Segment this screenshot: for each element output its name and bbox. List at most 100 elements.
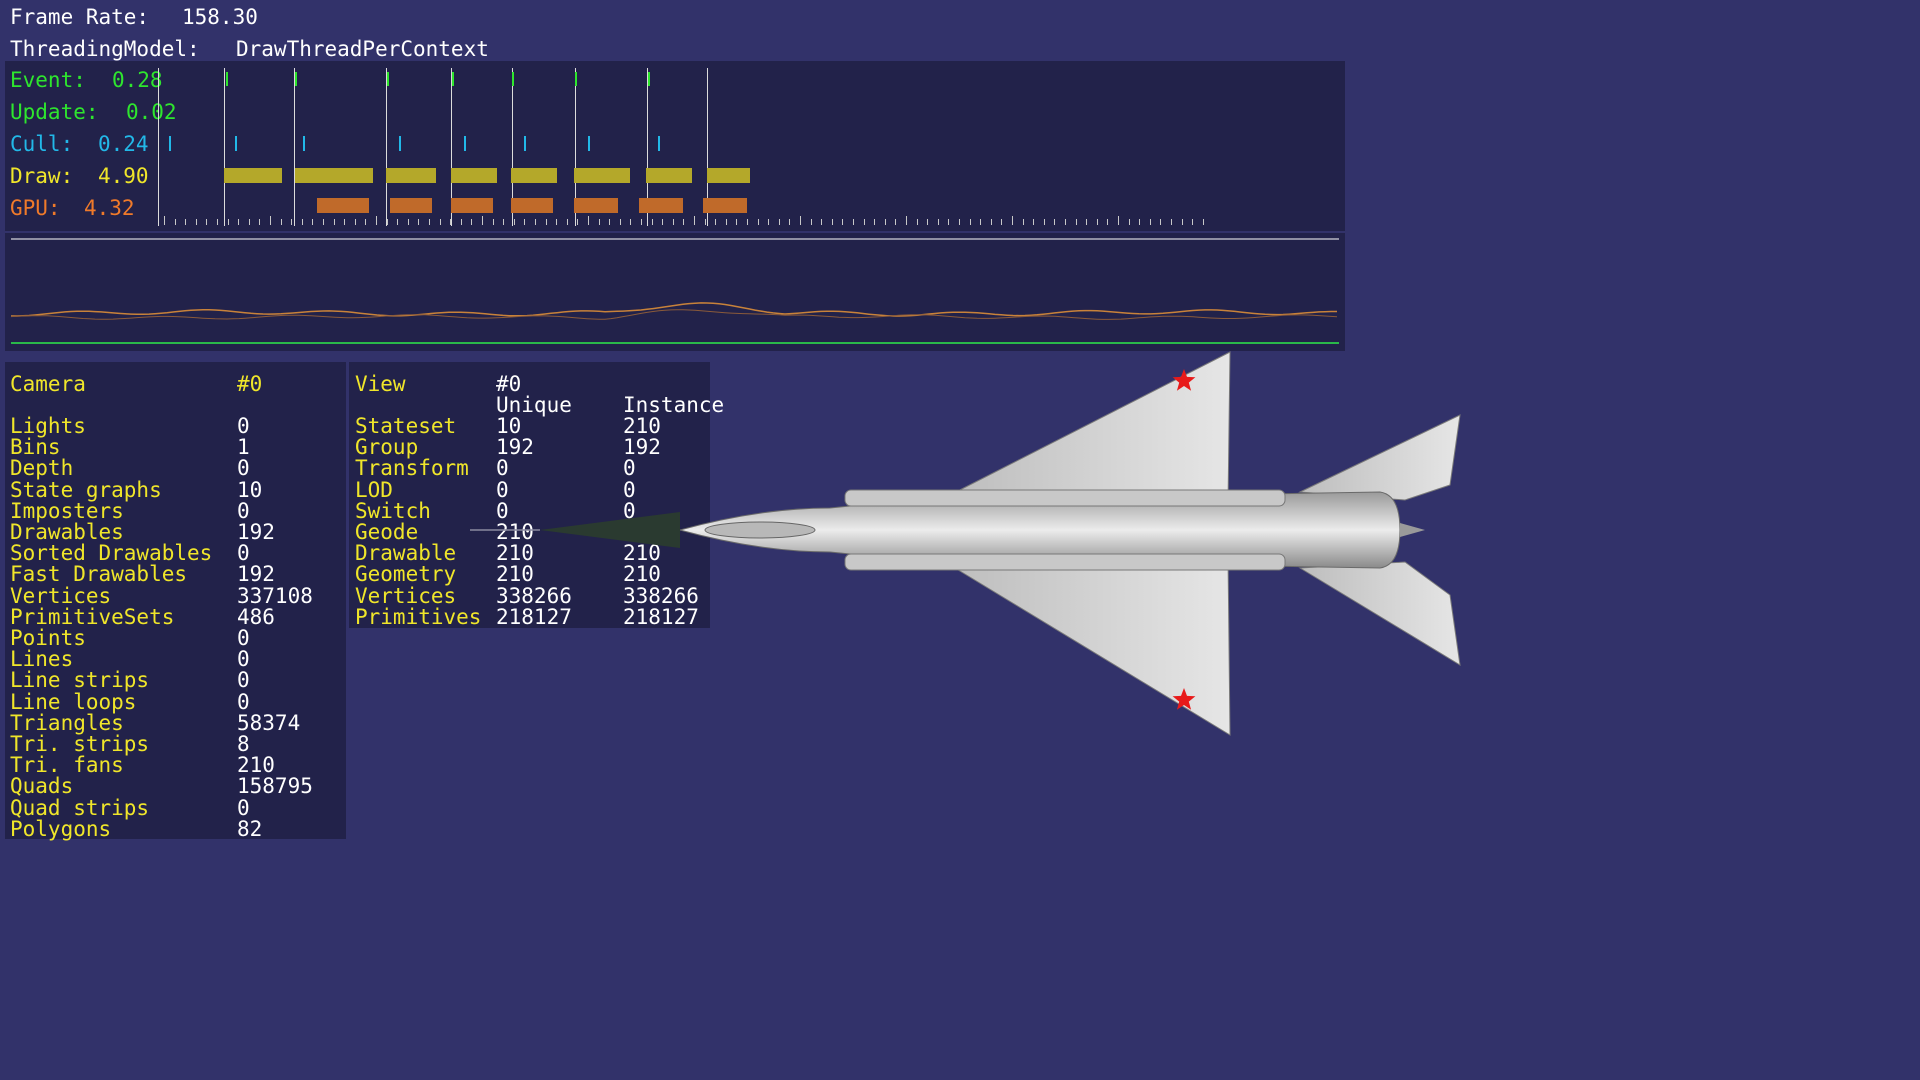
camera-stat-value: 0	[237, 795, 250, 820]
lower-star-roundel	[1172, 688, 1196, 710]
frame-separator	[294, 68, 295, 226]
axis-tick	[832, 219, 833, 225]
axis-tick	[588, 216, 589, 225]
update-label: Update:	[10, 100, 99, 124]
camera-stat-label: Line loops	[10, 689, 137, 714]
axis-tick	[1023, 219, 1024, 225]
draw-bar	[646, 168, 692, 183]
axis-tick	[906, 216, 907, 225]
view-col-instance: Instance	[623, 393, 725, 417]
draw-bar	[574, 168, 630, 183]
threading-model-label: ThreadingModel:	[10, 37, 200, 61]
axis-tick	[747, 219, 748, 225]
axis-tick	[482, 216, 483, 225]
draw-bar	[511, 168, 557, 183]
axis-tick	[387, 219, 388, 225]
lower-intake	[844, 553, 1286, 571]
view-stat-label: LOD	[355, 477, 393, 502]
axis-tick	[397, 219, 398, 225]
camera-stat-value: 0	[237, 647, 250, 672]
camera-stat-label: Drawables	[10, 520, 124, 544]
cull-tick	[524, 136, 526, 151]
event-value: 0.28	[112, 68, 163, 92]
camera-stat-label: Fast Drawables	[10, 562, 188, 587]
view-stat-label: Vertices	[355, 583, 457, 608]
axis-tick	[673, 219, 674, 225]
graph-orange-line	[11, 302, 1337, 317]
view-stat-unique: 218127	[496, 604, 572, 629]
view-stat-label: Primitives	[355, 604, 482, 629]
event-tick	[648, 72, 650, 86]
lower-tailplane	[1298, 561, 1461, 666]
axis-tick	[864, 219, 865, 225]
axis-tick	[249, 219, 250, 225]
axis-tick	[758, 219, 759, 225]
camera-stat-value: 192	[237, 520, 275, 544]
view-stat-label: Transform	[355, 456, 469, 481]
axis-tick	[599, 219, 600, 225]
axis-tick	[895, 219, 896, 225]
axis-tick	[705, 219, 706, 225]
exhaust	[1400, 523, 1425, 537]
view-stat-label: Drawable	[355, 541, 457, 566]
axis-tick	[567, 219, 568, 225]
axis-tick	[789, 219, 790, 225]
view-stat-unique: 210	[496, 520, 534, 544]
camera-title-value: #0	[237, 372, 263, 396]
camera-stat-label: Quads	[10, 774, 74, 799]
gpu-bar	[574, 198, 618, 213]
axis-tick	[546, 219, 547, 225]
axis-tick	[609, 219, 610, 225]
axis-tick	[1054, 219, 1055, 225]
axis-tick	[1065, 219, 1066, 225]
view-stat-label: Stateset	[355, 414, 457, 438]
frame-separator	[224, 68, 225, 226]
axis-tick	[471, 219, 472, 225]
camera-stat-value: 337108	[237, 583, 313, 608]
view-stat-label: Switch	[355, 498, 431, 523]
axis-tick	[630, 219, 631, 225]
frame-separator	[575, 68, 576, 226]
axis-tick	[715, 219, 716, 225]
frame-graph	[10, 238, 1339, 344]
axis-tick	[281, 219, 282, 225]
canopy	[704, 521, 816, 539]
camera-stat-value: 0	[237, 689, 250, 714]
frame-separator	[386, 68, 387, 226]
camera-stat-label: Imposters	[10, 498, 124, 523]
axis-tick	[874, 219, 875, 225]
camera-stat-label: PrimitiveSets	[10, 604, 175, 629]
axis-tick	[1192, 219, 1193, 225]
camera-stat-value: 1	[237, 435, 250, 460]
axis-tick	[334, 219, 335, 225]
axis-tick	[821, 219, 822, 225]
camera-stat-value: 486	[237, 604, 275, 629]
axis-tick	[683, 219, 684, 225]
axis-tick	[259, 219, 260, 225]
camera-stat-value: 0	[237, 668, 250, 693]
frame-separator	[451, 68, 452, 226]
view-stat-instance: 0	[623, 456, 636, 481]
axis-tick	[196, 219, 197, 225]
axis-tick	[376, 216, 377, 225]
axis-tick	[1107, 219, 1108, 225]
axis-tick	[1086, 219, 1087, 225]
axis-tick	[206, 219, 207, 225]
camera-stat-value: 10	[237, 477, 263, 502]
axis-tick	[991, 219, 992, 225]
gpu-bar	[317, 198, 369, 213]
view-title: View	[355, 372, 406, 396]
draw-label: Draw:	[10, 164, 74, 188]
upper-tailplane	[1298, 414, 1461, 501]
camera-stat-label: Tri. strips	[10, 732, 150, 756]
axis-tick	[461, 219, 462, 225]
camera-stat-label: Lights	[10, 414, 86, 438]
gpu-bar	[703, 198, 747, 213]
cull-tick	[464, 136, 466, 151]
axis-tick	[800, 216, 801, 225]
gpu-value: 4.32	[84, 196, 135, 220]
axis-tick	[1044, 219, 1045, 225]
view-stat-unique: 10	[496, 414, 522, 438]
axis-tick	[948, 219, 949, 225]
axis-tick	[1001, 219, 1002, 225]
